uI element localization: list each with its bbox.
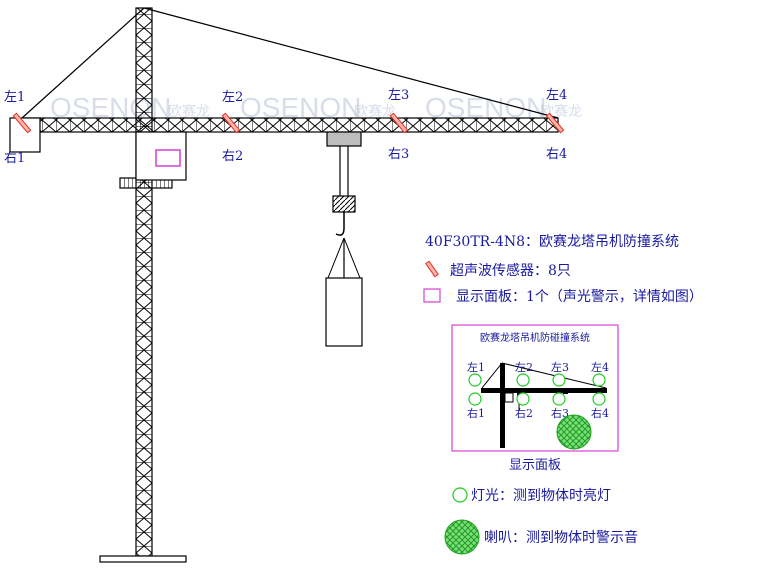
crane-sensor-labels: 左1 左2 左3 左4 右1 右2 右3 右4 (4, 88, 567, 166)
legend-light: 灯光：测到物体时亮灯 (471, 487, 611, 504)
label-left-4: 左4 (546, 88, 567, 103)
light-right-1 (468, 392, 482, 406)
speaker-legend-icon (444, 519, 480, 555)
watermark-cn: 欧赛龙 (168, 103, 210, 119)
tower-base (99, 555, 187, 563)
indicator-legend: 灯光：测到物体时亮灯 喇叭：测到物体时警示音 (444, 487, 638, 555)
operator-cab (135, 131, 187, 181)
mini-cab (504, 392, 514, 403)
panel-label-left-1: 左1 (467, 361, 485, 374)
panel-legend-icon (423, 288, 441, 303)
light-right-2 (516, 392, 530, 406)
panel-label-left-3: 左3 (551, 361, 569, 374)
legend-panel: 显示面板：1个（声光警示，详情如图） (456, 289, 703, 305)
cab-display-panel (155, 149, 181, 167)
label-right-3: 右3 (388, 147, 409, 162)
light-right-4 (592, 392, 606, 406)
panel-label-right-1: 右1 (467, 406, 485, 420)
light-left-3 (552, 373, 566, 387)
rear-tie-cable (21, 7, 145, 119)
watermark-cn: 欧赛龙 (354, 103, 396, 119)
mini-tower (500, 363, 505, 448)
panel-label-right-3: 右3 (551, 406, 569, 420)
label-left-1: 左1 (4, 90, 25, 105)
light-left-1 (468, 373, 482, 387)
label-right-1: 右1 (4, 151, 25, 166)
legend-sensor: 超声波传感器：8只 (450, 262, 571, 279)
sensor-3 (389, 112, 409, 134)
hook (335, 212, 345, 236)
light-right-3 (552, 392, 566, 406)
jib-sensors (12, 112, 565, 134)
hook-block (332, 195, 356, 213)
label-right-2: 右2 (222, 149, 243, 164)
panel-label-right-4: 右4 (591, 406, 609, 420)
panel-caption: 显示面板 (509, 458, 561, 473)
label-right-4: 右4 (546, 147, 567, 162)
label-left-2: 左2 (222, 90, 243, 105)
legend-title: 40F30TR-4N8：欧赛龙塔吊机防撞系统 (425, 234, 679, 250)
panel-label-left-4: 左4 (591, 361, 609, 374)
trolley (326, 131, 362, 147)
panel-label-right-2: 右2 (515, 406, 533, 420)
light-left-2 (516, 373, 530, 387)
light-left-4 (592, 373, 606, 387)
crane-jib (9, 7, 559, 181)
load (325, 277, 363, 347)
sensor-legend-icon (425, 260, 439, 278)
legend-speaker: 喇叭：测到物体时警示音 (484, 529, 638, 546)
sensor-2 (221, 112, 241, 134)
sensor-1 (12, 112, 32, 134)
panel-label-left-2: 左2 (515, 361, 533, 374)
trolley-hook-load (325, 131, 363, 347)
panel-speaker-icon (556, 414, 592, 450)
light-legend-icon (452, 487, 468, 503)
display-panel: 欧赛龙塔吊机防碰撞系统 左1 左2 左3 左4 右1 右2 右3 右4 显示面板 (451, 324, 619, 473)
mini-jib (481, 388, 607, 393)
front-tie-cable (143, 7, 559, 119)
legend: 40F30TR-4N8：欧赛龙塔吊机防撞系统 超声波传感器：8只 显示面板：1个… (423, 234, 703, 305)
watermark-cn: 欧赛龙 (540, 103, 582, 119)
sensor-4 (545, 112, 565, 134)
panel-title: 欧赛龙塔吊机防碰撞系统 (480, 331, 590, 344)
label-left-3: 左3 (388, 88, 409, 103)
